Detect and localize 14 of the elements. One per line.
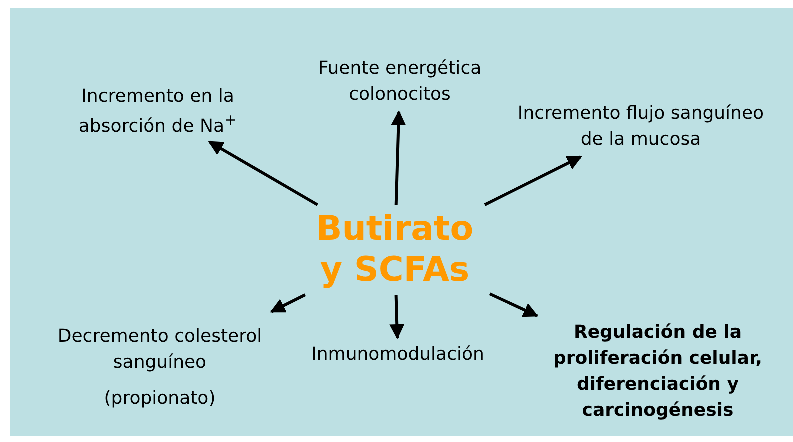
effect-label: Inmunomodulación — [312, 342, 484, 367]
arrow — [489, 292, 539, 318]
note-label: (propionato) — [104, 387, 216, 412]
central-concept-label: Butirato y SCFAs — [315, 209, 475, 291]
effect-label: Decremento colesterol sanguíneo — [56, 324, 264, 375]
effect-label: Incremento flujo sanguíneo de la mucosa — [516, 102, 766, 152]
arrow — [270, 294, 306, 314]
effect-label: Fuente energética colonocitos — [317, 56, 483, 107]
arrow — [390, 294, 405, 340]
arrow — [484, 156, 582, 206]
arrow — [391, 110, 406, 206]
effect-label: Regulación de la proliferación celular, diferenciación y carcinogénesis — [552, 320, 764, 424]
effect-label: Incremento en la absorción de Na$^{+}$ — [78, 84, 238, 139]
arrow — [208, 140, 318, 206]
